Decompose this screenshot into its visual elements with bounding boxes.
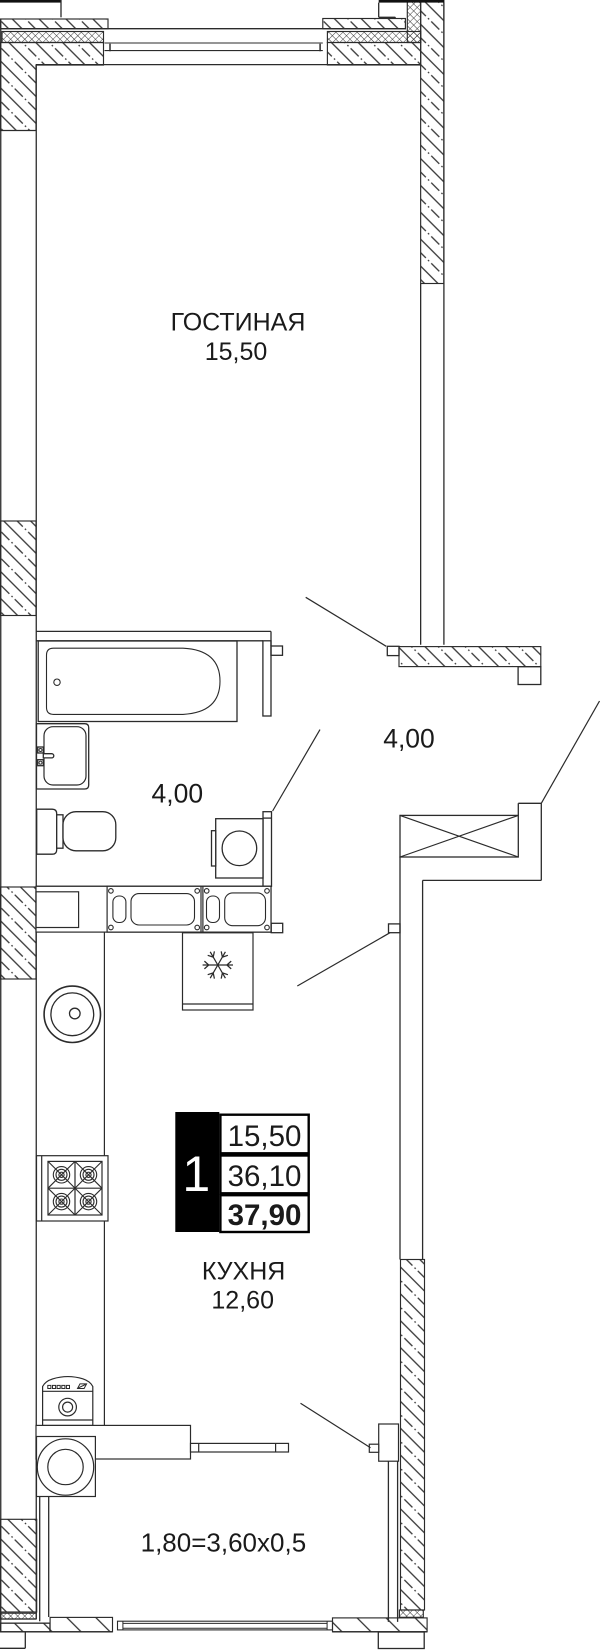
svg-text:КУХНЯ: КУХНЯ bbox=[202, 1258, 286, 1286]
svg-text:15,50: 15,50 bbox=[228, 1120, 302, 1153]
svg-text:1: 1 bbox=[182, 1146, 210, 1202]
svg-text:4,00: 4,00 bbox=[383, 724, 435, 754]
svg-text:4,00: 4,00 bbox=[152, 779, 204, 809]
svg-text:1,80=3,60x0,5: 1,80=3,60x0,5 bbox=[141, 1528, 307, 1558]
svg-text:12,60: 12,60 bbox=[211, 1287, 274, 1315]
svg-text:37,90: 37,90 bbox=[228, 1199, 302, 1232]
svg-text:36,10: 36,10 bbox=[228, 1160, 302, 1193]
svg-text:ГОСТИНАЯ: ГОСТИНАЯ bbox=[171, 309, 306, 337]
svg-text:15,50: 15,50 bbox=[205, 338, 268, 366]
